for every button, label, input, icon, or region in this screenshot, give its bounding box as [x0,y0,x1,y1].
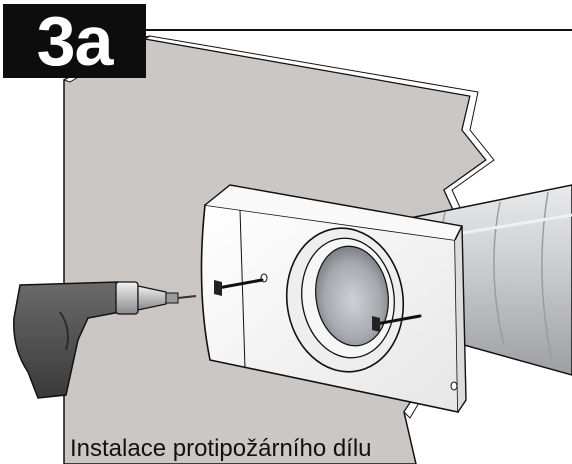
mounting-plate-icon [200,184,467,413]
screw-icon [372,314,422,332]
screw-icon [214,278,264,296]
step-badge: 3a [3,4,146,78]
caption-text: Instalace protipožárního dílu [70,435,372,462]
drill-icon [13,281,197,399]
